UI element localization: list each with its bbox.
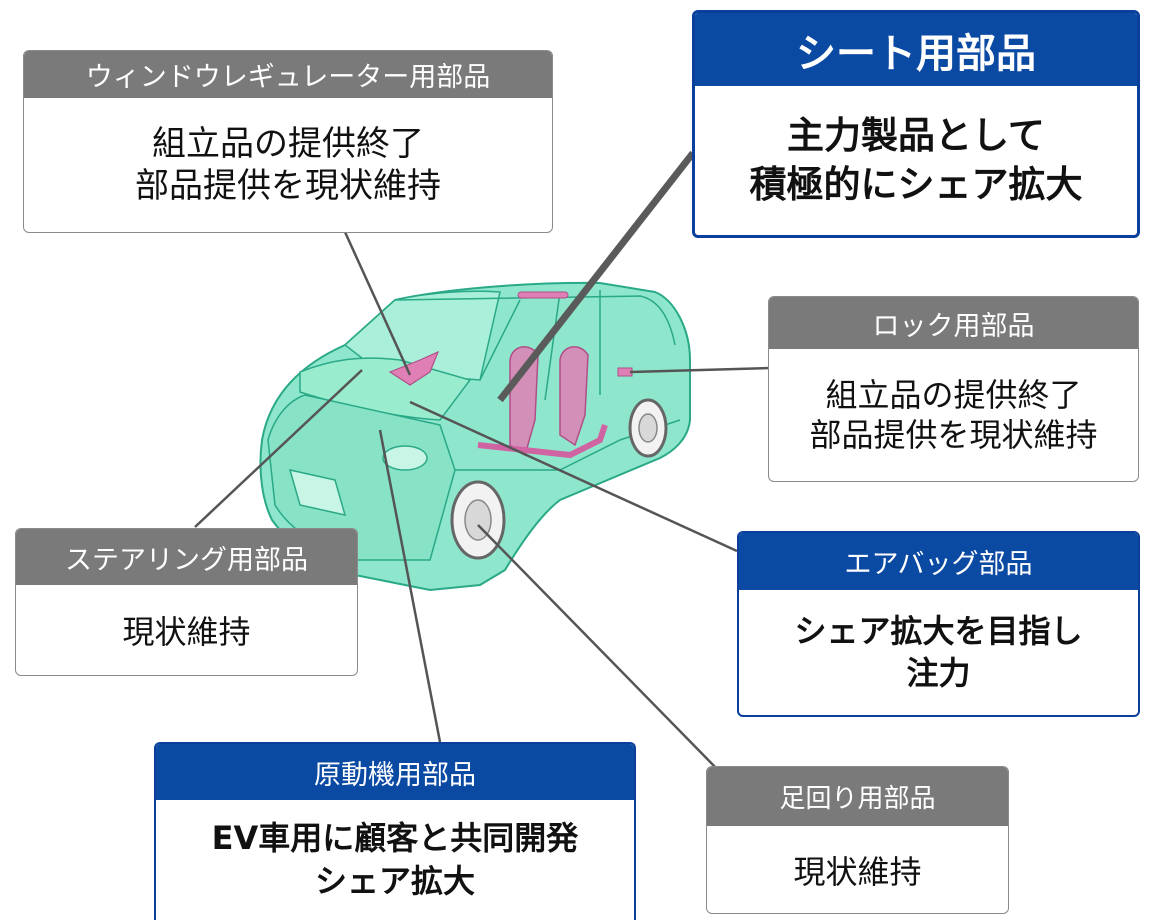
steering-body: 現状維持	[122, 613, 251, 651]
airbag-body: シェア拡大を目指し 注力	[794, 611, 1083, 692]
seat-title: シート用部品	[695, 13, 1137, 86]
car-headlight	[382, 445, 428, 471]
callout-seat: シート用部品 主力製品として 積極的にシェア拡大	[692, 10, 1140, 238]
powertrain-body: EV車用に顧客と共同開発 シェア拡大	[211, 818, 579, 900]
powertrain-title: 原動機用部品	[156, 744, 634, 800]
leader-window-regulator	[343, 231, 412, 376]
seat-body: 主力製品として 積極的にシェア拡大	[749, 114, 1083, 206]
leader-lines	[194, 150, 771, 773]
window-regulator-part	[388, 350, 440, 386]
airbag-title: エアバッグ部品	[739, 533, 1138, 590]
car-grille	[288, 468, 347, 517]
car-side-window-line	[479, 290, 601, 401]
roof-rail-part	[517, 291, 569, 299]
leader-powertrain	[378, 429, 442, 743]
callout-lock: ロック用部品 組立品の提供終了 部品提供を現状維持	[768, 296, 1139, 482]
lock-body: 組立品の提供終了 部品提供を現状維持	[809, 376, 1098, 454]
callout-suspension: 足回り用部品 現状維持	[706, 766, 1009, 914]
suspension-body: 現状維持	[793, 852, 922, 891]
car-illustration	[259, 281, 691, 592]
suspension-title: 足回り用部品	[707, 767, 1008, 826]
lock-part	[617, 367, 633, 377]
car-roof-line	[394, 295, 676, 346]
window-regulator-title: ウィンドウレギュレーター用部品	[24, 51, 552, 98]
callout-window-regulator: ウィンドウレギュレーター用部品 組立品の提供終了 部品提供を現状維持	[23, 50, 553, 233]
steering-title: ステアリング用部品	[16, 529, 357, 585]
window-regulator-body: 組立品の提供終了 部品提供を現状維持	[135, 123, 441, 207]
lock-title: ロック用部品	[769, 297, 1138, 349]
leader-steering	[194, 369, 363, 528]
callout-steering: ステアリング用部品 現状維持	[15, 528, 358, 676]
callout-powertrain: 原動機用部品 EV車用に顧客と共同開発 シェア拡大	[154, 742, 636, 920]
leader-lock	[629, 366, 771, 374]
rear-wheel-hub	[638, 413, 658, 443]
seat-frame-rear	[559, 346, 589, 447]
seat-rails	[477, 424, 608, 459]
leader-airbag	[409, 400, 738, 553]
leader-suspension	[477, 524, 721, 773]
callout-airbag: エアバッグ部品 シェア拡大を目指し 注力	[737, 531, 1140, 717]
leader-seat	[497, 150, 696, 403]
